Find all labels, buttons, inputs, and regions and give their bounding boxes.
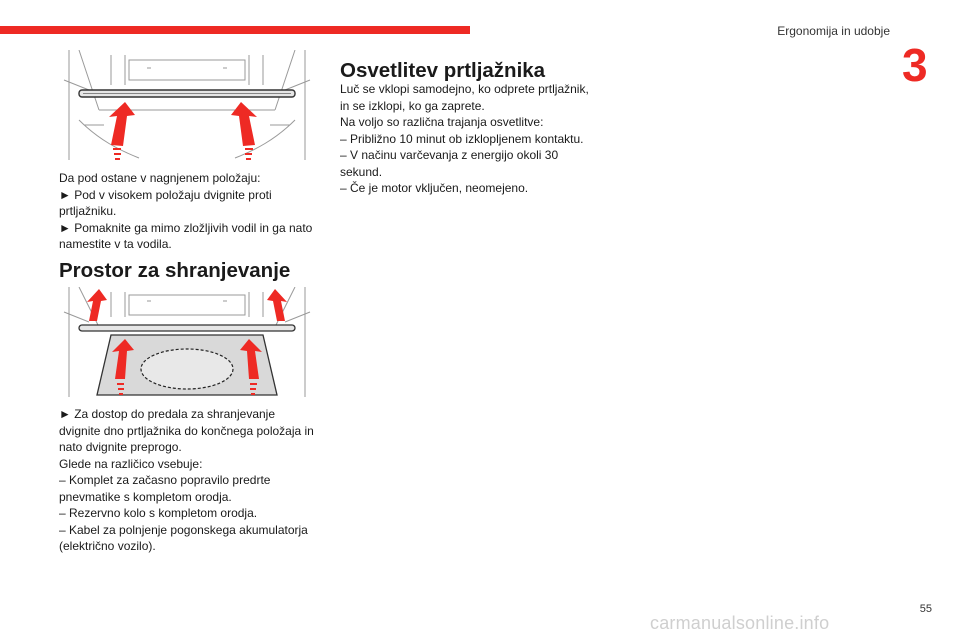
trunk-floor-raised-arrows-icon	[63, 50, 311, 160]
storage-line: – Rezervno kolo s kompletom orodja.	[59, 506, 258, 520]
storage-line: – Komplet za začasno popravilo predrte	[59, 473, 271, 487]
storage-line: ► Za dostop do predala za shranjevanje	[59, 407, 276, 421]
lighting-line: Luč se vklopi samodejno, ko odprete prtl…	[340, 82, 589, 96]
storage-section-heading: Prostor za shranjevanje	[59, 259, 291, 282]
storage-instructions: ► Za dostop do predala za shranjevanje d…	[59, 406, 329, 555]
trunk-floor-raised-illustration	[59, 50, 315, 165]
lighting-line: Na voljo so različna trajanja osvetlitve…	[340, 115, 544, 129]
chapter-number: 3	[902, 39, 928, 91]
storage-line: nato dvignite preprogo.	[59, 440, 182, 454]
lighting-line: – Približno 10 minut ob izklopljenem kon…	[340, 131, 584, 146]
trunk-storage-illustration	[59, 287, 315, 402]
storage-line: dvignite dno prtljažnika do končnega pol…	[59, 423, 314, 438]
storage-line: Glede na različico vsebuje:	[59, 456, 203, 471]
lighting-line: – V načinu varčevanja z energijo okoli 3…	[340, 148, 559, 162]
instruction-line: ► Pomaknite ga mimo zložljivih vodil in …	[59, 220, 313, 235]
trunk-storage-compartment-icon	[63, 287, 311, 397]
instruction-line: Da pod ostane v nagnjenem položaju:	[59, 171, 261, 185]
lighting-line: sekund.	[340, 164, 383, 179]
instruction-line: namestite v ta vodila.	[59, 237, 172, 251]
trunk-lighting-heading: Osvetlitev prtljažnika	[340, 59, 546, 82]
watermark: carmanualsonline.info	[650, 613, 830, 633]
lighting-line: in se izklopi, ko ga zaprete.	[340, 98, 485, 113]
trunk-lighting-text: Luč se vklopi samodejno, ko odprete prtl…	[340, 81, 610, 197]
chapter-title: Ergonomija in udobje	[777, 24, 890, 38]
storage-line: – Kabel za polnjenje pogonskega akumulat…	[59, 522, 308, 537]
instruction-line: ► Pod v visokem položaju dvignite proti	[59, 187, 272, 202]
page-number: 55	[919, 603, 932, 615]
storage-line: pnevmatike s kompletom orodja.	[59, 489, 232, 504]
lighting-line: – Če je motor vključen, neomejeno.	[340, 181, 529, 195]
floor-tilt-instructions: Da pod ostane v nagnjenem položaju: ► Po…	[59, 170, 319, 253]
instruction-line: prtljažniku.	[59, 204, 117, 218]
storage-line: (električno vozilo).	[59, 539, 156, 553]
chapter-color-bar	[0, 26, 470, 34]
